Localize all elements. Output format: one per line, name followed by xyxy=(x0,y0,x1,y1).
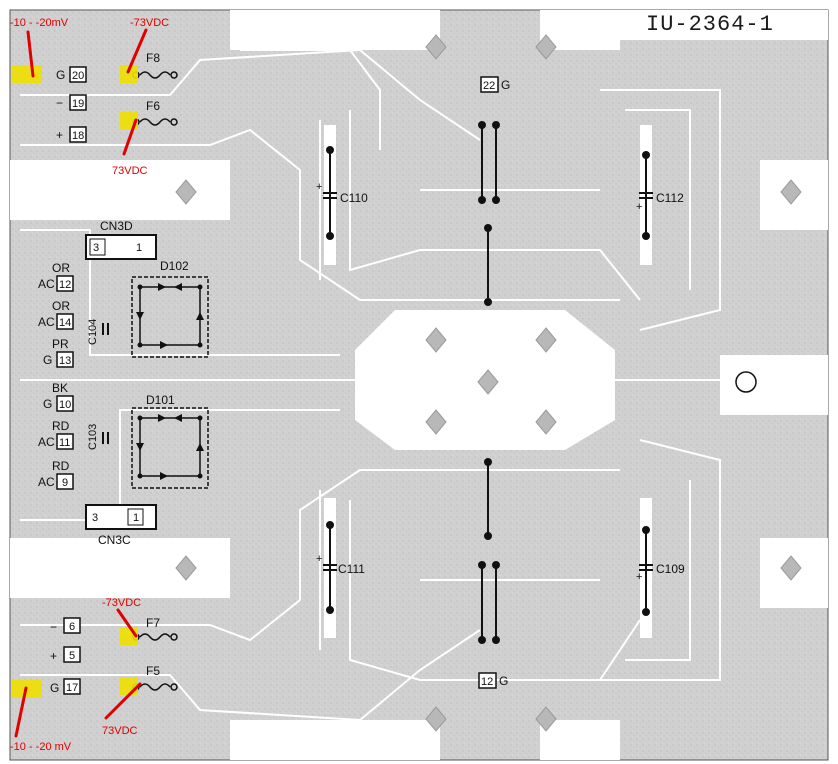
label-f5: F5 xyxy=(146,664,160,678)
svg-text:AC: AC xyxy=(38,475,55,489)
svg-text:G: G xyxy=(56,68,65,82)
svg-text:CN3C: CN3C xyxy=(98,533,131,547)
svg-text:OR: OR xyxy=(52,299,70,313)
label-f7: F7 xyxy=(146,616,160,630)
svg-text:22: 22 xyxy=(483,80,495,92)
pin-13: PR G 13 xyxy=(43,337,74,368)
pin-12-g: 12 G xyxy=(478,672,508,689)
svg-text:3: 3 xyxy=(92,512,98,524)
pin-22: 22 G xyxy=(480,76,510,93)
svg-text:20: 20 xyxy=(72,70,84,82)
svg-text:PR: PR xyxy=(52,337,69,351)
svg-text:RD: RD xyxy=(52,419,70,433)
svg-text:CN3D: CN3D xyxy=(100,219,133,233)
svg-text:6: 6 xyxy=(69,621,75,633)
svg-text:+: + xyxy=(636,571,642,583)
svg-text:AC: AC xyxy=(38,277,55,291)
svg-text:17: 17 xyxy=(66,682,78,694)
pin-9: RD AC 9 xyxy=(38,459,74,490)
pin-18: + 18 xyxy=(56,126,87,143)
svg-text:AC: AC xyxy=(38,315,55,329)
svg-text:−: − xyxy=(56,96,63,110)
svg-text:G: G xyxy=(499,674,508,688)
diode-bridge-d101 xyxy=(131,407,209,489)
annotation-f8: -73VDC xyxy=(130,17,169,29)
svg-text:+: + xyxy=(636,201,642,213)
label-d101: D101 xyxy=(146,393,175,407)
svg-text:OR: OR xyxy=(52,261,70,275)
svg-text:+: + xyxy=(56,128,63,142)
wire-links xyxy=(326,121,650,644)
label-c112: C112 xyxy=(656,191,684,205)
svg-text:RD: RD xyxy=(52,459,70,473)
connector-cn3d: CN3D 3 1 xyxy=(85,219,157,260)
label-c111: C111 xyxy=(338,562,365,576)
pin-20: G 20 xyxy=(56,66,87,83)
svg-text:+: + xyxy=(50,649,57,663)
label-d102: D102 xyxy=(160,259,189,273)
annotation-f5: 73VDC xyxy=(102,725,138,737)
pin-17: G 17 xyxy=(50,678,81,695)
pin-19: − 19 xyxy=(56,94,87,111)
pin-11: RD AC 11 xyxy=(38,419,74,450)
annotation-labels: -10 - -20mV -73VDC 73VDC -73VDC 73VDC -1… xyxy=(10,17,169,753)
svg-text:12: 12 xyxy=(59,279,71,291)
pin-14: OR AC 14 xyxy=(38,299,74,330)
svg-text:9: 9 xyxy=(62,477,68,489)
svg-text:11: 11 xyxy=(59,437,70,449)
annotation-top-left: -10 - -20mV xyxy=(10,17,69,29)
svg-text:18: 18 xyxy=(72,130,84,142)
label-f8: F8 xyxy=(146,51,160,65)
connector-cn3c: 3 1 CN3C xyxy=(85,504,157,547)
svg-text:19: 19 xyxy=(72,98,84,110)
pin-6: − 6 xyxy=(50,617,81,634)
svg-text:G: G xyxy=(50,681,59,695)
svg-text:5: 5 xyxy=(69,650,75,662)
label-c109: C109 xyxy=(656,562,685,576)
svg-text:−: − xyxy=(50,620,57,634)
svg-text:3: 3 xyxy=(93,242,99,254)
pin-5: + 5 xyxy=(50,646,81,663)
annotation-f7: -73VDC xyxy=(102,597,141,609)
copper-traces xyxy=(20,48,760,722)
polarity-marks: + + + + xyxy=(316,181,642,583)
label-c110: C110 xyxy=(340,191,368,205)
pin-10: BK G 10 xyxy=(43,381,74,412)
svg-text:1: 1 xyxy=(136,242,142,254)
board-title: IU-2364-1 xyxy=(646,12,774,37)
capacitor-symbols xyxy=(102,192,653,571)
pin-12: OR AC 12 xyxy=(38,261,74,292)
annotation-f6: 73VDC xyxy=(112,165,148,177)
mount-hole xyxy=(735,371,757,393)
label-c103: C103 xyxy=(87,424,99,450)
svg-text:BK: BK xyxy=(52,381,68,395)
diamond-pads xyxy=(175,34,802,732)
svg-text:10: 10 xyxy=(59,399,71,411)
svg-text:14: 14 xyxy=(59,317,71,329)
label-f6: F6 xyxy=(146,99,160,113)
annotation-arrows xyxy=(14,28,148,738)
svg-text:+: + xyxy=(316,553,322,565)
svg-text:1: 1 xyxy=(133,512,139,524)
label-c104: C104 xyxy=(87,319,99,345)
annotation-bottom-left: -10 - -20 mV xyxy=(10,741,72,753)
svg-text:+: + xyxy=(316,181,322,193)
component-labels: F8 F6 F7 F5 C110 C112 C111 C109 C104 C10… xyxy=(87,51,685,678)
svg-text:G: G xyxy=(43,353,52,367)
svg-text:AC: AC xyxy=(38,435,55,449)
svg-text:G: G xyxy=(43,397,52,411)
svg-text:13: 13 xyxy=(59,355,71,367)
svg-text:G: G xyxy=(501,78,510,92)
diode-bridge-d102 xyxy=(131,276,209,358)
svg-text:12: 12 xyxy=(481,676,493,688)
